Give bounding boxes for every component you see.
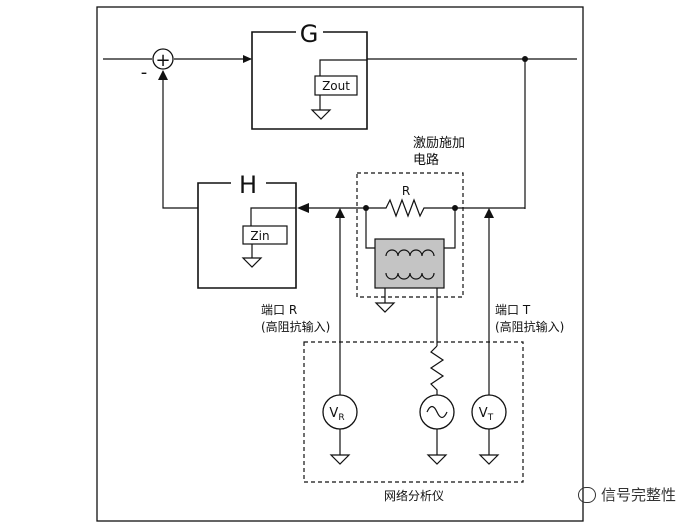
h-input-arrow [297, 203, 309, 213]
port-t-sublabel: (高阻抗输入) [495, 319, 564, 334]
port-r-sublabel: (高阻抗输入) [261, 319, 330, 334]
summing-plus-sign: + [155, 50, 170, 71]
zout-label: Zout [322, 79, 350, 93]
feedback-return-wire [162, 71, 198, 209]
transformer-primary-winding [385, 249, 435, 257]
vr-probe-arrow [335, 208, 345, 218]
outer-frame [96, 6, 584, 522]
summing-junction [152, 48, 174, 70]
wechat-icon [578, 486, 596, 503]
port-t-label: 端口 T [495, 303, 531, 317]
network-analyzer-box [303, 341, 524, 483]
transformer-ground-icon [374, 302, 396, 313]
network-analyzer-label: 网络分析仪 [384, 488, 444, 503]
zin-box [242, 225, 288, 245]
h-block-label: H [239, 171, 257, 199]
vr-meter-label: VR [329, 406, 344, 423]
vt-ground-icon [478, 454, 500, 465]
zin-label: Zin [250, 229, 269, 243]
g-block-border [251, 31, 368, 130]
zin-ground-icon [241, 257, 263, 268]
watermark-text: 信号完整性 [601, 486, 677, 504]
injection-title-line2: 电路 [413, 152, 439, 168]
vt-meter-label: VT [479, 406, 494, 423]
vt-meter [471, 394, 507, 430]
g-block-label: G [300, 20, 319, 48]
vt-probe-arrow [484, 208, 494, 218]
port-r-label: 端口 R [261, 303, 297, 317]
watermark: 信号完整性 [578, 484, 676, 505]
zin-lead [250, 207, 296, 226]
feedback-return-arrow [158, 70, 168, 80]
transformer-lead-left [365, 208, 375, 249]
source-resistor [429, 345, 445, 395]
transformer-lead-right [444, 208, 456, 249]
sine-wave-icon [426, 405, 448, 419]
source-ground-icon [426, 454, 448, 465]
injection-resistor [366, 198, 455, 218]
summing-minus-sign: - [141, 62, 148, 83]
zout-box [314, 75, 358, 96]
injection-circuit-box [356, 172, 464, 298]
transformer-secondary-winding [385, 272, 435, 280]
injection-title-line1: 激励施加 [413, 136, 465, 151]
transformer-body [374, 238, 445, 289]
h-block-border [197, 182, 297, 289]
injection-resistor-label: R [402, 184, 410, 198]
zout-lead [319, 59, 367, 76]
vr-meter [322, 394, 358, 430]
vr-ground-icon [329, 454, 351, 465]
zout-ground-icon [310, 109, 332, 120]
